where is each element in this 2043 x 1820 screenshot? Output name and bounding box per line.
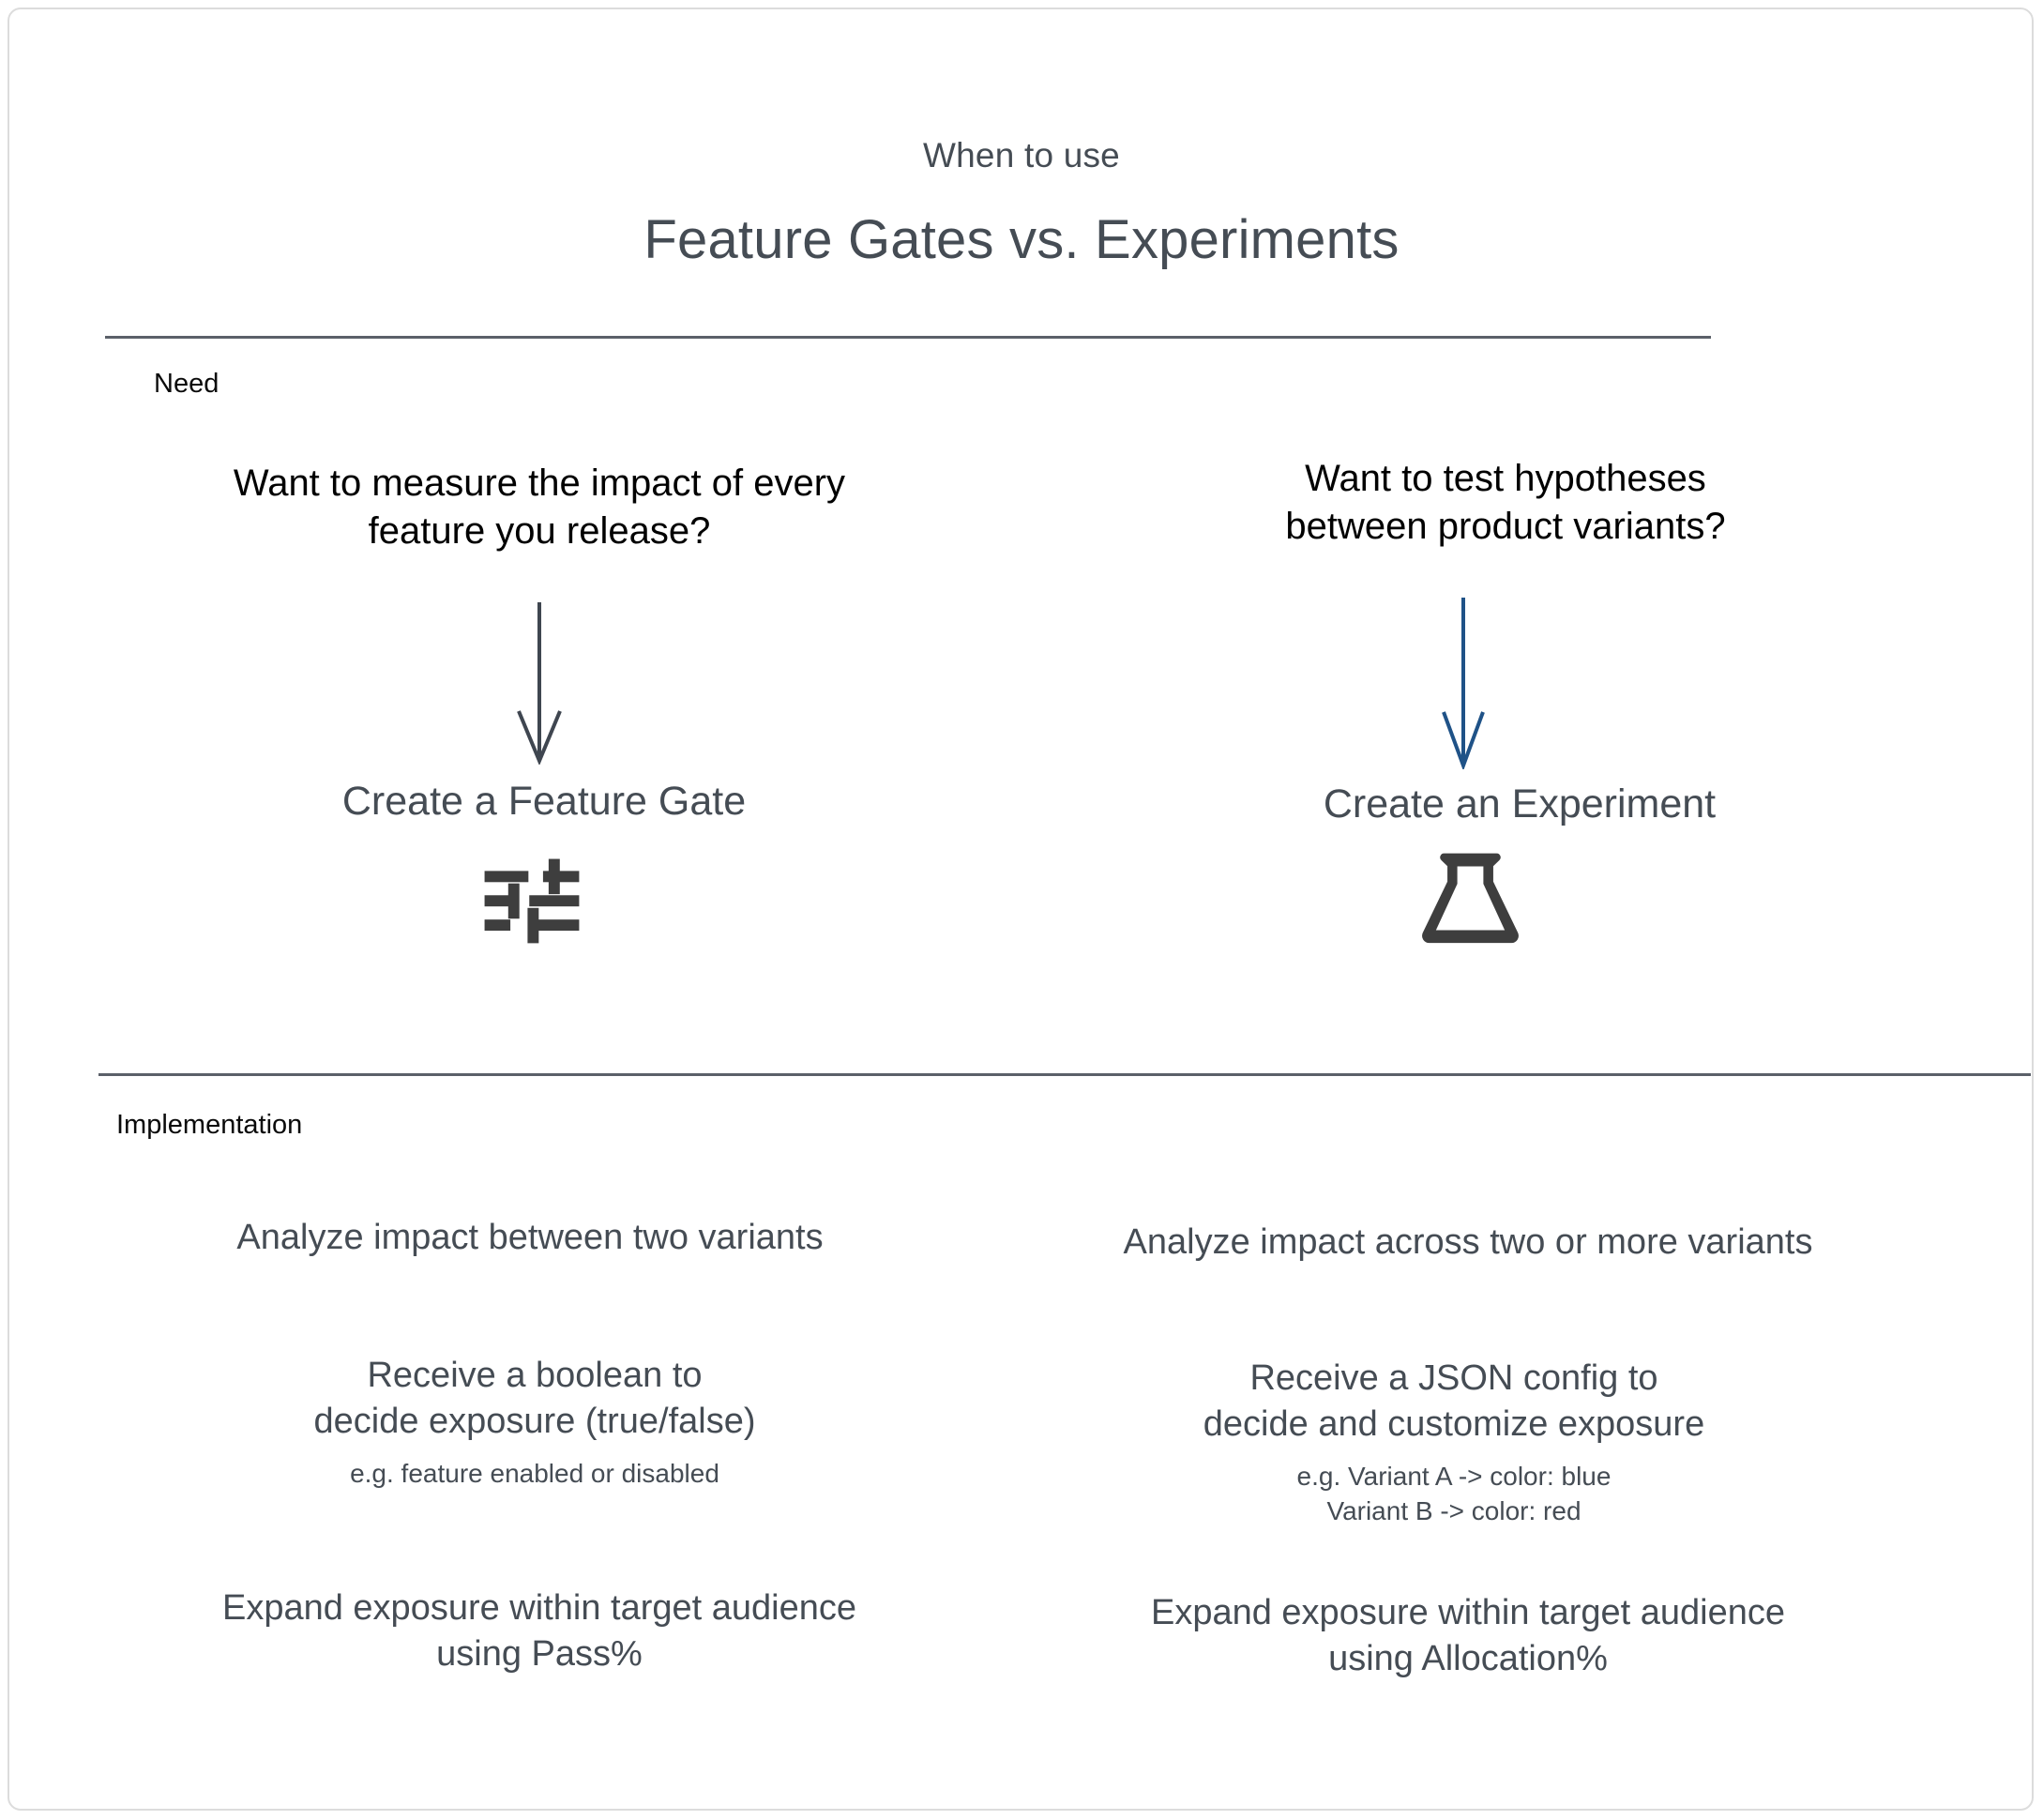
page-title: Feature Gates vs. Experiments [643, 209, 1400, 270]
impl-row1-experiment-line1: Analyze impact across two or more varian… [1123, 1222, 1813, 1262]
impl-row2-experiment-line1: Receive a JSON config to [1249, 1358, 1658, 1398]
impl-row2-feature-gate-line1: Receive a boolean to [367, 1356, 703, 1395]
impl-row2-feature-gate-line2: decide exposure (true/false) [313, 1401, 756, 1441]
question-experiment-line2: between product variants? [1285, 506, 1726, 548]
question-feature-gate-line2: feature you release? [368, 510, 711, 553]
divider-need [105, 336, 1711, 339]
impl-row1-feature-gate: Analyze impact between two variants [155, 1215, 905, 1261]
question-feature-gate: Want to measure the impact of every feat… [164, 460, 915, 555]
slide-eyebrow: When to use [923, 136, 1120, 174]
slide-frame [8, 8, 2034, 1811]
impl-row2-feature-gate-example: e.g. feature enabled or disabled [350, 1459, 719, 1489]
impl-row3-experiment-line2: using Allocation% [1328, 1638, 1608, 1678]
question-experiment-line1: Want to test hypotheses [1305, 458, 1706, 499]
impl-row2-experiment-example-line2: Variant B -> color: red [1326, 1495, 1581, 1525]
create-experiment-label: Create an Experiment [1323, 781, 1717, 827]
down-arrow-icon-feature-gate [511, 600, 568, 769]
tune-sliders-icon [480, 849, 583, 957]
impl-row1-experiment: Analyze impact across two or more varian… [1074, 1220, 1862, 1266]
down-arrow-icon-experiment [1435, 596, 1491, 774]
impl-row2-experiment: Receive a JSON config to decide and cust… [1154, 1356, 1754, 1528]
create-feature-gate-label: Create a Feature Gate [341, 779, 747, 824]
impl-row3-feature-gate-line1: Expand exposure within target audience [221, 1588, 856, 1628]
section-label-implementation: Implementation [116, 1110, 303, 1140]
impl-row3-experiment-line1: Expand exposure within target audience [1150, 1593, 1785, 1632]
divider-implementation [98, 1073, 2031, 1076]
flask-icon [1416, 844, 1524, 957]
impl-row3-feature-gate: Expand exposure within target audience u… [169, 1585, 910, 1676]
impl-row3-experiment: Expand exposure within target audience u… [1069, 1590, 1867, 1681]
section-label-need: Need [154, 369, 219, 399]
impl-row3-feature-gate-line2: using Pass% [436, 1633, 643, 1674]
impl-row1-feature-gate-line1: Analyze impact between two variants [236, 1218, 824, 1257]
impl-row2-experiment-example-line1: e.g. Variant A -> color: blue [1296, 1462, 1612, 1492]
question-experiment: Want to test hypotheses between product … [1163, 455, 1848, 551]
question-feature-gate-line1: Want to measure the impact of every [233, 463, 846, 504]
impl-row2-experiment-line2: decide and customize exposure [1203, 1403, 1705, 1444]
impl-row2-feature-gate: Receive a boolean to decide exposure (tr… [263, 1353, 807, 1492]
